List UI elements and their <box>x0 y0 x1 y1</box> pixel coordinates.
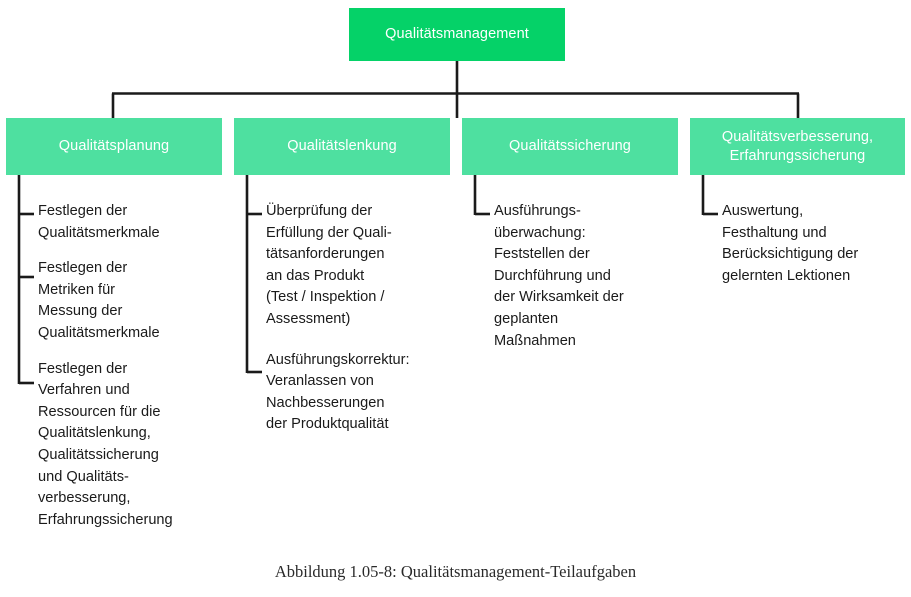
node-label: Qualitätsverbesserung, Erfahrungssicheru… <box>721 129 874 164</box>
bullet-column-qualitaetslenkung: Überprüfung der Erfüllung der Quali- tät… <box>266 201 456 455</box>
bullet-column-qualitaetssicherung: Ausführungs- überwachung: Feststellen de… <box>494 201 680 366</box>
node-label: Qualitätsplanung <box>58 138 170 155</box>
bullet-column-qualitaetsverbesserung: Auswertung, Festhaltung und Berücksichti… <box>722 201 908 301</box>
bullet-item: Ausführungs- überwachung: Feststellen de… <box>494 203 624 349</box>
bullet-item: Festlegen der Metriken für Messung der Q… <box>38 260 160 341</box>
bullet-item: Überprüfung der Erfüllung der Quali- tät… <box>266 203 392 327</box>
bullet-item: Festlegen der Qualitätsmerkmale <box>38 203 160 241</box>
node-qualitaetsplanung: Qualitätsplanung <box>6 118 222 175</box>
figure-caption: Abbildung 1.05-8: Qualitätsmanagement-Te… <box>274 562 637 581</box>
node-qualitaetslenkung: Qualitätslenkung <box>234 118 450 175</box>
node-qualitaetsverbesserung: Qualitätsverbesserung, Erfahrungssicheru… <box>690 118 905 175</box>
node-qualitaetsmanagement: Qualitätsmanagement <box>349 8 565 61</box>
bullet-item: Festlegen der Verfahren und Ressourcen f… <box>38 360 173 528</box>
bullet-item: Auswertung, Festhaltung und Berücksichti… <box>722 203 859 284</box>
node-qualitaetssicherung: Qualitätssicherung <box>462 118 678 175</box>
node-label: Qualitätssicherung <box>509 138 631 155</box>
bullet-column-qualitaetsplanung: Festlegen der Qualitätsmerkmale Festlege… <box>38 201 224 545</box>
node-label: Qualitätsmanagement <box>385 26 529 43</box>
node-label: Qualitätslenkung <box>287 138 397 155</box>
bullet-item: Ausführungskorrektur: Veranlassen von Na… <box>266 351 410 433</box>
